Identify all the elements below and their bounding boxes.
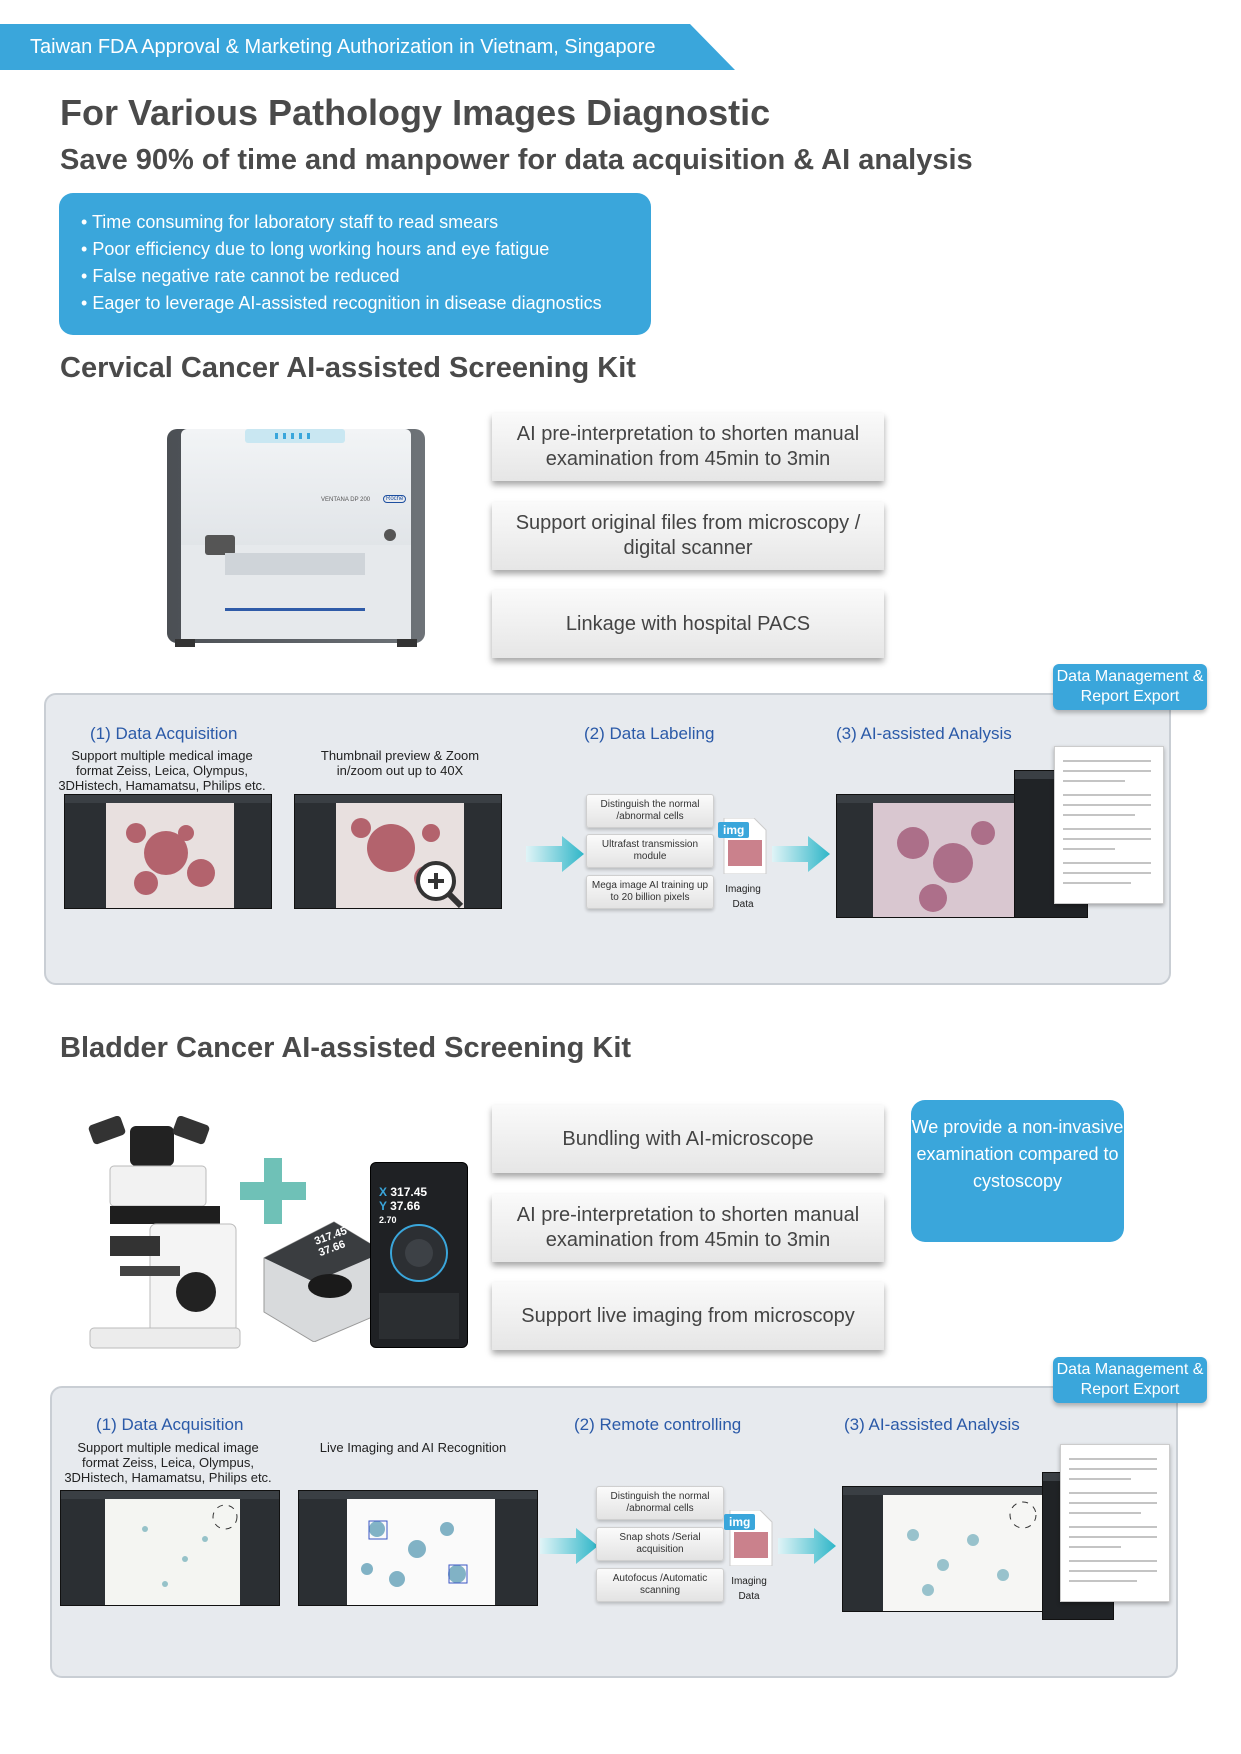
bladder-kit-title: Bladder Cancer AI-assisted Screening Kit xyxy=(60,1032,632,1064)
plus-icon xyxy=(240,1158,306,1224)
controller-app-screen: X 317.45 Y 37.66 2.70 xyxy=(370,1162,468,1348)
step-data-acquisition: (1) Data Acquisition xyxy=(90,724,238,743)
noninvasive-note: We provide a non-invasive examination co… xyxy=(911,1100,1124,1242)
imaging-data-icon: img xyxy=(718,817,768,875)
step-subtitle: Support multiple medical image format Ze… xyxy=(58,748,266,793)
cervical-kit-title: Cervical Cancer AI-assisted Screening Ki… xyxy=(60,352,636,384)
imaging-data-caption: Imaging Data xyxy=(725,884,761,910)
software-screenshot xyxy=(60,1490,280,1606)
cervical-feature: Linkage with hospital PACS xyxy=(492,590,884,658)
pain-points-box: Time consuming for laboratory staff to r… xyxy=(59,193,651,335)
img-badge: img xyxy=(718,822,750,838)
page-title: For Various Pathology Images Diagnostic xyxy=(60,92,771,133)
flow-arrow xyxy=(526,834,584,874)
pain-point: Poor efficiency due to long working hour… xyxy=(81,236,629,263)
step-data-acquisition: (1) Data Acquisition xyxy=(96,1415,244,1434)
step-data-labeling: (2) Data Labeling xyxy=(584,724,715,743)
bladder-feature: AI pre-interpretation to shorten manual … xyxy=(492,1194,884,1262)
live-imaging-screenshot xyxy=(298,1490,538,1606)
scanner-model-label: VENTANA DP 200 xyxy=(321,497,371,503)
feature-chip: Mega image AI training up to 20 billion … xyxy=(586,875,714,909)
pain-point: Eager to leverage AI-assisted recognitio… xyxy=(81,290,629,317)
step-remote-controlling: (2) Remote controlling xyxy=(574,1415,742,1434)
report-document xyxy=(1060,1444,1170,1602)
imaging-data-caption: Imaging Data xyxy=(731,1576,767,1602)
step-subtitle: Thumbnail preview & Zoom in/zoom out up … xyxy=(320,748,480,778)
software-screenshot-zoom xyxy=(294,794,502,909)
feature-chip: Autofocus /Automatic scanning xyxy=(596,1568,724,1602)
data-management-tag: Data Management & Report Export xyxy=(1053,1357,1207,1403)
data-management-tag: Data Management & Report Export xyxy=(1053,664,1207,710)
step-subtitle: Support multiple medical image format Ze… xyxy=(64,1440,272,1485)
top-banner: Taiwan FDA Approval & Marketing Authoriz… xyxy=(0,24,735,70)
flow-arrow xyxy=(778,1526,836,1566)
bladder-feature: Support live imaging from microscopy xyxy=(492,1282,884,1350)
feature-chip: Distinguish the normal /abnormal cells xyxy=(596,1486,724,1520)
controller-list xyxy=(379,1293,459,1339)
scanner-brand-logo: Roche xyxy=(383,495,407,503)
cervical-feature: Support original files from microscopy /… xyxy=(492,502,884,570)
feature-chip: Distinguish the normal /abnormal cells xyxy=(586,794,714,828)
analysis-screenshot xyxy=(836,794,1016,918)
pain-point: False negative rate cannot be reduced xyxy=(81,263,629,290)
img-badge: img xyxy=(724,1514,756,1530)
flow-arrow xyxy=(540,1526,598,1566)
page-subtitle: Save 90% of time and manpower for data a… xyxy=(60,144,973,176)
step-ai-analysis: (3) AI-assisted Analysis xyxy=(836,724,1012,743)
feature-chip: Ultrafast transmission module xyxy=(586,834,714,868)
imaging-data-icon: img xyxy=(724,1509,774,1567)
bladder-feature: Bundling with AI-microscope xyxy=(492,1105,884,1173)
pain-point: Time consuming for laboratory staff to r… xyxy=(81,209,629,236)
coordinate-readout: X 317.45 Y 37.66 2.70 xyxy=(379,1185,428,1225)
cervical-feature: AI pre-interpretation to shorten manual … xyxy=(492,413,884,481)
feature-chip: Snap shots /Serial acquisition xyxy=(596,1527,724,1561)
microscope-image xyxy=(70,1115,242,1354)
step-ai-analysis: (3) AI-assisted Analysis xyxy=(844,1415,1020,1434)
digital-scanner-image: VENTANA DP 200 Roche xyxy=(165,425,427,653)
analysis-screenshot xyxy=(842,1486,1044,1612)
flow-arrow xyxy=(772,834,830,874)
report-document xyxy=(1054,746,1164,904)
step-subtitle: Live Imaging and AI Recognition xyxy=(319,1440,507,1455)
software-screenshot xyxy=(64,794,272,909)
